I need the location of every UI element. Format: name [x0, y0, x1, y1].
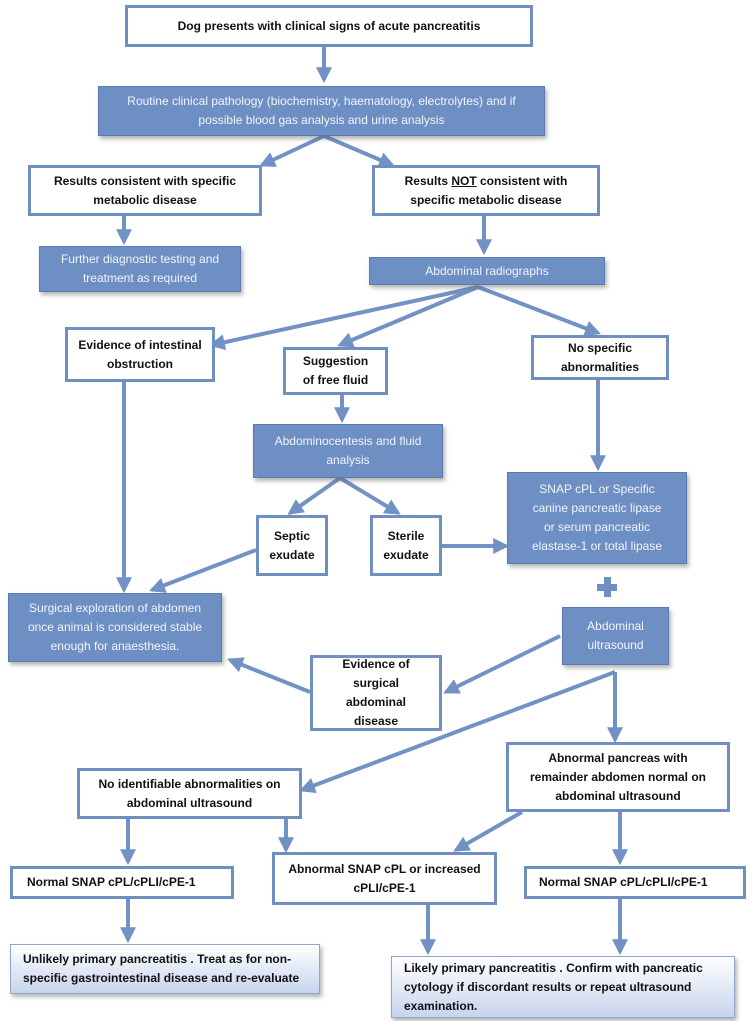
arrow-ultrasound-to-surgical-evidence	[443, 634, 561, 694]
arrow-abdominocentesis-to-septic	[287, 476, 342, 515]
surgical-exploration-text: Surgical exploration of abdomen once ani…	[27, 601, 203, 653]
not-consistent-suffix: consistent with specific metabolic disea…	[410, 173, 568, 207]
unlikely-pancreatitis-box: Unlikely primary pancreatitis . Treat as…	[10, 944, 320, 994]
abnormal-pancreas-text: Abnormal pancreas with remainder abdomen…	[529, 750, 707, 803]
likely-pancreatitis-text: Likely primary pancreatitis . Confirm wi…	[404, 960, 703, 1013]
not-consistent-emphasis: NOT	[451, 173, 477, 188]
start-box: Dog presents with clinical signs of acut…	[125, 5, 533, 47]
no-specific-box: No specific abnormalities	[531, 335, 669, 380]
not-consistent-prefix: Results	[404, 173, 452, 188]
plus-icon	[597, 577, 617, 597]
arrow-routine-to-not-consistent	[323, 134, 395, 168]
surgical-evidence-box: Evidence of surgical abdominal disease	[310, 655, 442, 731]
septic-exudate-text: Septic exudate	[269, 528, 315, 562]
no-specific-text: No specific abnormalities	[560, 340, 640, 374]
arrow-septic-to-surgical	[149, 548, 257, 593]
routine-pathology-box: Routine clinical pathology (biochemistry…	[98, 86, 545, 136]
normal-snap-right-box: Normal SNAP cPL/cPLI/cPE-1	[524, 866, 746, 899]
intestinal-obstruction-text: Evidence of intestinal obstruction	[78, 337, 202, 371]
intestinal-obstruction-box: Evidence of intestinal obstruction	[65, 327, 215, 382]
free-fluid-text: Suggestion of free fluid	[302, 354, 369, 387]
abdominal-ultrasound-text: Abdominal ultrasound	[587, 619, 644, 652]
abdominal-ultrasound-box: Abdominal ultrasound	[562, 607, 669, 665]
unlikely-pancreatitis-text: Unlikely primary pancreatitis . Treat as…	[23, 952, 300, 985]
normal-snap-left-text: Normal SNAP cPL/cPLI/cPE-1	[27, 875, 196, 889]
arrow-surgical-evidence-to-surgical	[227, 657, 311, 694]
abnormal-pancreas-box: Abnormal pancreas with remainder abdomen…	[506, 742, 730, 812]
no-identifiable-box: No identifiable abnormalities on abdomin…	[77, 768, 302, 819]
septic-exudate-box: Septic exudate	[256, 515, 328, 576]
consistent-box: Results consistent with specific metabol…	[28, 165, 262, 216]
likely-pancreatitis-box: Likely primary pancreatitis . Confirm wi…	[391, 956, 735, 1018]
snap-test-box: SNAP cPL or Specific canine pancreatic l…	[507, 472, 687, 564]
radiographs-text: Abdominal radiographs	[425, 263, 549, 278]
abdominocentesis-text: Abdominocentesis and fluid analysis	[274, 434, 422, 467]
arrow-abnormal-pancreas-to-abnormal-snap	[453, 810, 523, 852]
arrow-radiographs-to-intestinal	[208, 285, 479, 351]
further-testing-text: Further diagnostic testing and treatment…	[60, 252, 220, 285]
arrow-radiographs-to-no-specific	[477, 285, 601, 336]
consistent-text: Results consistent with specific metabol…	[53, 173, 237, 207]
arrow-radiographs-to-free-fluid	[337, 285, 479, 348]
snap-test-text: SNAP cPL or Specific canine pancreatic l…	[531, 482, 663, 553]
not-consistent-box: Results NOT consistent with specific met…	[372, 165, 600, 216]
abdominocentesis-box: Abdominocentesis and fluid analysis	[253, 424, 443, 478]
arrow-abdominocentesis-to-sterile	[338, 476, 401, 515]
routine-pathology-text: Routine clinical pathology (biochemistry…	[127, 94, 516, 127]
start-text: Dog presents with clinical signs of acut…	[177, 18, 481, 33]
free-fluid-box: Suggestion of free fluid	[283, 347, 388, 395]
normal-snap-left-box: Normal SNAP cPL/cPLI/cPE-1	[10, 866, 234, 899]
sterile-exudate-box: Sterile exudate	[370, 515, 442, 576]
normal-snap-right-text: Normal SNAP cPL/cPLI/cPE-1	[539, 875, 708, 889]
abnormal-snap-text: Abnormal SNAP cPL or increased cPLI/cPE-…	[288, 861, 481, 895]
surgical-evidence-text: Evidence of surgical abdominal disease	[342, 657, 410, 728]
not-consistent-text: Results NOT consistent with specific met…	[391, 172, 581, 210]
radiographs-box: Abdominal radiographs	[369, 257, 605, 285]
arrow-routine-to-consistent	[259, 134, 325, 167]
arrow-ultrasound-to-no-identifiable	[299, 670, 616, 793]
further-testing-box: Further diagnostic testing and treatment…	[39, 246, 241, 292]
surgical-exploration-box: Surgical exploration of abdomen once ani…	[8, 593, 222, 662]
sterile-exudate-text: Sterile exudate	[383, 528, 429, 562]
abnormal-snap-box: Abnormal SNAP cPL or increased cPLI/cPE-…	[272, 852, 497, 905]
no-identifiable-text: No identifiable abnormalities on abdomin…	[98, 776, 281, 810]
